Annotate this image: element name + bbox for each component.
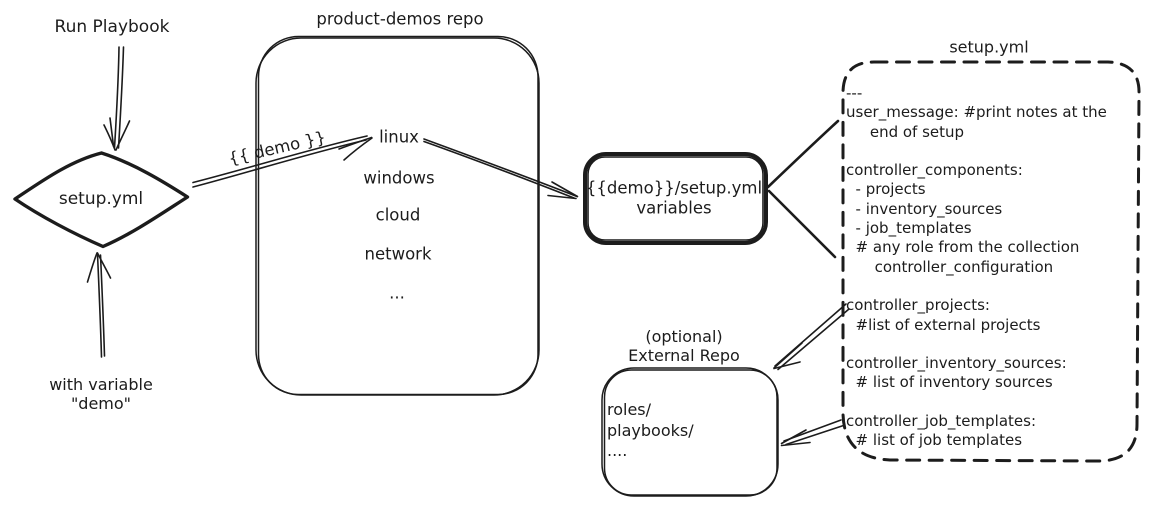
yaml-line: # any role from the collection [846,238,1080,257]
repo-item-linux: linux [379,127,419,147]
yaml-line: - job_templates [846,219,972,238]
yaml-line [846,142,1107,161]
repo-item-ellipsis: ... [389,283,405,303]
run-playbook-arrow [103,46,131,151]
yaml-line [846,335,1107,354]
repo-item-network: network [364,244,432,264]
setup-yml-title: setup.yml [949,37,1029,57]
demo-arrow [192,135,373,188]
variables-box-line2: variables [636,198,712,217]
external-repo-line: playbooks/ [607,420,694,440]
external-repo-label-line1: (optional) [645,327,723,346]
yaml-line: controller_configuration [846,257,1054,276]
repo-item-windows: windows [363,168,435,188]
yaml-line: controller_components: [846,161,1023,180]
variables-box [583,152,768,245]
yaml-line: - inventory_sources [846,199,1003,218]
with-variable-label: with variable "demo" [49,375,153,413]
with-variable-line2: "demo" [70,394,132,413]
variables-to-setup-connector [766,119,840,259]
yaml-line: - projects [846,180,926,199]
job-templates-arrow [780,419,845,447]
yaml-line: # list of inventory sources [846,373,1053,392]
projects-arrow [773,303,850,371]
yaml-line: end of setup [846,122,965,141]
linux-to-variables-arrow [423,138,579,200]
setup-diamond [13,151,190,249]
setup-yml-content: --- user_message: #print notes at the en… [846,84,1107,451]
setup-diamond-label: setup.yml [58,189,144,209]
variables-box-line1: {{demo}}/setup.yml [585,178,763,198]
yaml-line: --- [846,84,863,102]
external-repo-label: (optional) External Repo [628,327,740,365]
product-demos-repo-title: product-demos repo [316,9,484,29]
setup-yml-box [841,60,1141,463]
repo-item-cloud: cloud [375,205,421,225]
yaml-line: # list of job templates [846,431,1023,450]
external-repo-box [601,367,779,497]
external-repo-label-line2: External Repo [628,346,740,365]
external-repo-content: roles/ playbooks/ .... [607,400,694,462]
yaml-line: user_message: #print notes at the [846,103,1107,122]
product-demos-repo-box [255,35,540,396]
yaml-line [846,393,1107,412]
external-repo-line: .... [607,441,628,460]
yaml-line: controller_projects: [846,296,990,315]
yaml-line: controller_job_templates: [846,412,1037,431]
yaml-line: #list of external projects [846,315,1041,334]
run-playbook-label: Run Playbook [54,17,170,37]
external-repo-line: roles/ [607,400,652,419]
variables-box-label: {{demo}}/setup.yml variables [586,179,762,218]
with-variable-line1: with variable [49,375,153,394]
with-variable-arrow [86,252,112,358]
yaml-line: controller_inventory_sources: [846,354,1067,373]
yaml-line [846,277,1107,296]
